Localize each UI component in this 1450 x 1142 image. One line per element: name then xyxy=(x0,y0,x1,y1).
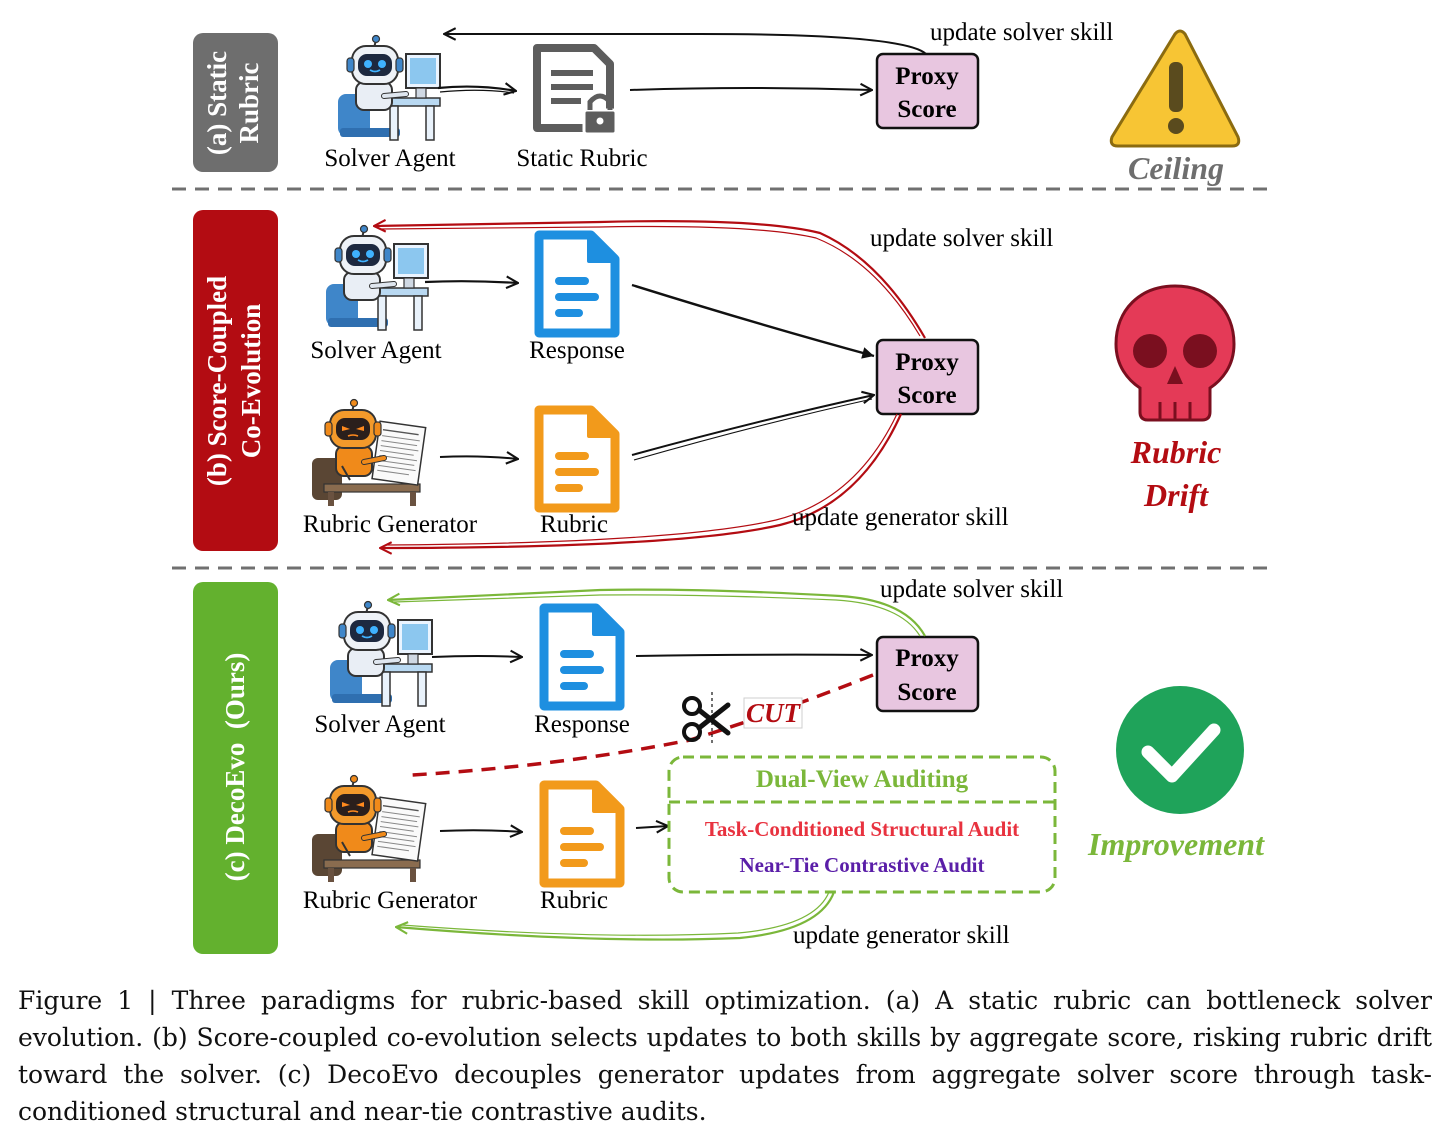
proxy-score-box: Proxy Score xyxy=(875,52,980,130)
panel-a-side-label: (a) Static Rubric xyxy=(193,33,278,172)
panel-b-side-label: (b) Score-Coupled Co-Evolution xyxy=(193,210,278,551)
checkmark-circle-icon xyxy=(1116,686,1244,814)
response-document-icon xyxy=(544,608,620,706)
panel-c-side-label-text: (c) DecoEvo (Ours) xyxy=(220,653,250,882)
panel-c-status-label: Improvement xyxy=(1087,826,1265,862)
panel-c-side-label: (c) DecoEvo (Ours) xyxy=(193,582,278,954)
figure-caption: Figure 1 | Three paradigms for rubric-ba… xyxy=(18,986,1432,1126)
locked-document-icon xyxy=(533,44,618,136)
panel-c: Solver Agent Rubric Generator Response R… xyxy=(303,576,1265,949)
panel-b: Solver Agent Rubric Generator Response R… xyxy=(303,221,1236,548)
panel-c-cut-label: CUT xyxy=(746,698,802,728)
panel-a-side-label-line2: Rubric xyxy=(234,62,264,143)
audit-item-contrastive: Near-Tie Contrastive Audit xyxy=(740,853,985,877)
arrow-response-to-proxy xyxy=(635,655,872,656)
panel-a: Solver Agent Static Rubric Proxy Score u… xyxy=(324,19,1241,186)
panel-c-proxy-line2: Score xyxy=(897,679,956,706)
panel-b-update-solver: update solver skill xyxy=(870,225,1053,252)
panel-b-response-label: Response xyxy=(529,337,625,364)
panel-a-proxy-line1: Proxy xyxy=(895,63,959,90)
solver-robot-icon xyxy=(330,602,432,707)
panel-a-update-solver: update solver skill xyxy=(930,19,1113,46)
rubric-generator-robot-icon xyxy=(312,400,426,507)
panel-b-status-line1: Rubric xyxy=(1130,434,1222,470)
solver-robot-icon xyxy=(338,36,440,141)
panel-b-side-label-line2: Co-Evolution xyxy=(236,304,266,459)
panel-c-generator-label: Rubric Generator xyxy=(303,887,478,914)
warning-triangle-icon xyxy=(1109,29,1241,148)
arrow-rubric-to-audit xyxy=(635,826,668,828)
panel-b-rubric-label: Rubric xyxy=(540,511,608,538)
panel-a-solver-label: Solver Agent xyxy=(324,145,455,172)
arrow-solver-to-response xyxy=(424,281,518,283)
arrow-solver-to-rubric xyxy=(437,87,516,91)
panel-c-rubric-label: Rubric xyxy=(540,887,608,914)
panel-a-rubric-label: Static Rubric xyxy=(516,145,647,172)
panel-a-side-label-line1: (a) Static xyxy=(202,51,232,155)
dual-view-audit-box: Dual-View Auditing Task-Conditioned Stru… xyxy=(667,755,1057,894)
panel-a-proxy-line2: Score xyxy=(897,96,956,123)
cut-connection-dashed xyxy=(411,673,874,777)
paradigms-diagram: (a) Static Rubric (b) Score-Coupled Co-E… xyxy=(172,19,1270,954)
arrow-update-generator xyxy=(396,891,836,941)
rubric-document-icon xyxy=(539,410,615,508)
scissors-icon xyxy=(682,692,731,746)
proxy-score-box: Proxy Score xyxy=(875,635,980,713)
panel-b-update-generator: update generator skill xyxy=(792,504,1009,531)
arrow-update-generator xyxy=(380,413,903,548)
audit-title: Dual-View Auditing xyxy=(756,766,969,793)
panel-c-update-generator: update generator skill xyxy=(793,922,1010,949)
arrow-update-solver xyxy=(388,588,926,637)
arrow-update-solver xyxy=(444,34,927,55)
arrow-generator-to-rubric xyxy=(439,456,518,459)
solver-robot-icon xyxy=(326,226,428,331)
panel-c-update-solver: update solver skill xyxy=(880,576,1063,603)
rubric-document-icon xyxy=(544,785,620,883)
audit-item-structural: Task-Conditioned Structural Audit xyxy=(705,817,1019,841)
panel-c-solver-label: Solver Agent xyxy=(314,711,445,738)
panel-b-solver-label: Solver Agent xyxy=(310,337,441,364)
response-document-icon xyxy=(539,235,615,333)
panel-b-generator-label: Rubric Generator xyxy=(303,511,478,538)
panel-b-proxy-line1: Proxy xyxy=(895,349,959,376)
arrow-generator-to-rubric xyxy=(439,830,522,832)
arrow-solver-to-response xyxy=(431,656,522,657)
panel-c-response-label: Response xyxy=(534,711,630,738)
arrow-update-solver xyxy=(374,221,926,339)
arrow-response-to-proxy xyxy=(631,283,875,359)
panel-a-status-label: Ceiling xyxy=(1128,150,1224,186)
arrow-rubric-to-proxy xyxy=(629,88,872,90)
panel-c-proxy-line1: Proxy xyxy=(895,645,959,672)
rubric-generator-robot-icon xyxy=(312,776,426,883)
panel-b-side-label-line1: (b) Score-Coupled xyxy=(202,276,232,486)
arrow-rubric-to-proxy xyxy=(631,395,874,456)
skull-icon xyxy=(1114,284,1236,422)
proxy-score-box: Proxy Score xyxy=(875,338,980,416)
panel-b-status-line2: Drift xyxy=(1143,477,1209,513)
panel-b-proxy-line2: Score xyxy=(897,382,956,409)
